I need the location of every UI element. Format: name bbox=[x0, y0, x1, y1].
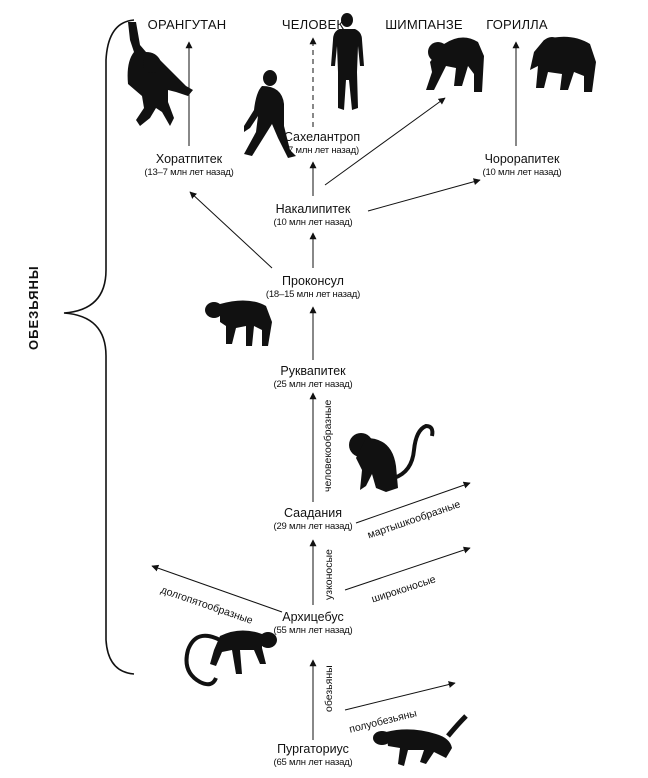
node-proconsul: Проконсул (18–15 млн лет назад) bbox=[266, 274, 360, 301]
node-date: (29 млн лет назад) bbox=[273, 521, 353, 532]
gorilla-silhouette bbox=[530, 36, 596, 92]
orangutan-silhouette bbox=[127, 22, 193, 126]
node-date: (10 млн лет назад) bbox=[273, 217, 353, 228]
node-name: Руквапитек bbox=[280, 364, 346, 378]
node-name: Чорорапитек bbox=[484, 152, 560, 166]
arrow-nakalipithecus-chororapithecus bbox=[367, 178, 481, 212]
purgatorius-silhouette bbox=[373, 714, 468, 766]
arrow-tarsiers bbox=[151, 564, 283, 613]
proconsul-silhouette bbox=[205, 300, 272, 346]
top-label-gorilla: ГОРИЛЛА bbox=[486, 17, 548, 32]
node-name: Хоратпитек bbox=[155, 152, 223, 166]
node-date: (10 млн лет назад) bbox=[482, 167, 562, 178]
top-label-chimp: ШИМПАНЗЕ bbox=[385, 17, 463, 32]
node-name: Накалипитек bbox=[275, 202, 351, 216]
arrow-nakalipithecus-chimp bbox=[324, 97, 446, 186]
node-archicebus: Архицебус (55 млн лет назад) bbox=[273, 610, 352, 637]
brace bbox=[63, 19, 135, 675]
branch-label-apes: человекообразные bbox=[322, 399, 334, 492]
node-purgatorius: Пургаториус (65 млн лет назад) bbox=[273, 742, 352, 769]
node-date: (25 млн лет назад) bbox=[273, 379, 353, 390]
arrow-old-world-monkeys bbox=[355, 481, 471, 524]
chimpanzee-silhouette bbox=[426, 37, 484, 92]
branch-label-narrow-nosed: узконосые bbox=[323, 549, 335, 600]
node-date: (7 млн лет назад) bbox=[285, 145, 359, 156]
archicebus-silhouette bbox=[184, 630, 277, 687]
node-chororapithecus: Чорорапитек (10 млн лет назад) bbox=[482, 152, 561, 179]
node-date: (18–15 млн лет назад) bbox=[265, 289, 361, 300]
arrow-prosimians bbox=[344, 681, 456, 711]
node-name: Проконсул bbox=[282, 274, 344, 288]
monkey-silhouette bbox=[349, 423, 435, 492]
node-rukwapithecus: Руквапитек (25 млн лет назад) bbox=[273, 364, 352, 391]
arrows bbox=[151, 41, 520, 740]
node-name: Саадания bbox=[284, 506, 342, 520]
arrow-proconsul-khoratpithecus bbox=[189, 191, 273, 269]
node-nakalipithecus: Накалипитек (10 млн лет назад) bbox=[273, 202, 352, 229]
branch-label-monkeys: обезьяны bbox=[323, 665, 335, 712]
node-date: (13–7 млн лет назад) bbox=[144, 167, 234, 178]
node-date: (65 млн лет назад) bbox=[273, 757, 353, 768]
top-label-orangutan: ОРАНГУТАН bbox=[147, 17, 227, 32]
node-name: Архицебус bbox=[282, 610, 344, 624]
human-silhouette bbox=[331, 13, 364, 110]
side-label-apes: ОБЕЗЬЯНЫ bbox=[26, 265, 41, 350]
node-saadania: Саадания (29 млн лет назад) bbox=[273, 506, 352, 533]
node-name: Сахелантроп bbox=[283, 130, 361, 144]
node-sahelanthropus: Сахелантроп (7 млн лет назад) bbox=[284, 130, 360, 157]
node-khoratpithecus: Хоратпитек (13–7 млн лет назад) bbox=[144, 152, 233, 179]
arrow-broad-nosed bbox=[344, 546, 471, 591]
top-label-human: ЧЕЛОВЕК bbox=[281, 17, 345, 32]
node-name: Пургаториус bbox=[277, 742, 349, 756]
node-date: (55 млн лет назад) bbox=[273, 625, 353, 636]
hominid-silhouette bbox=[244, 70, 296, 158]
